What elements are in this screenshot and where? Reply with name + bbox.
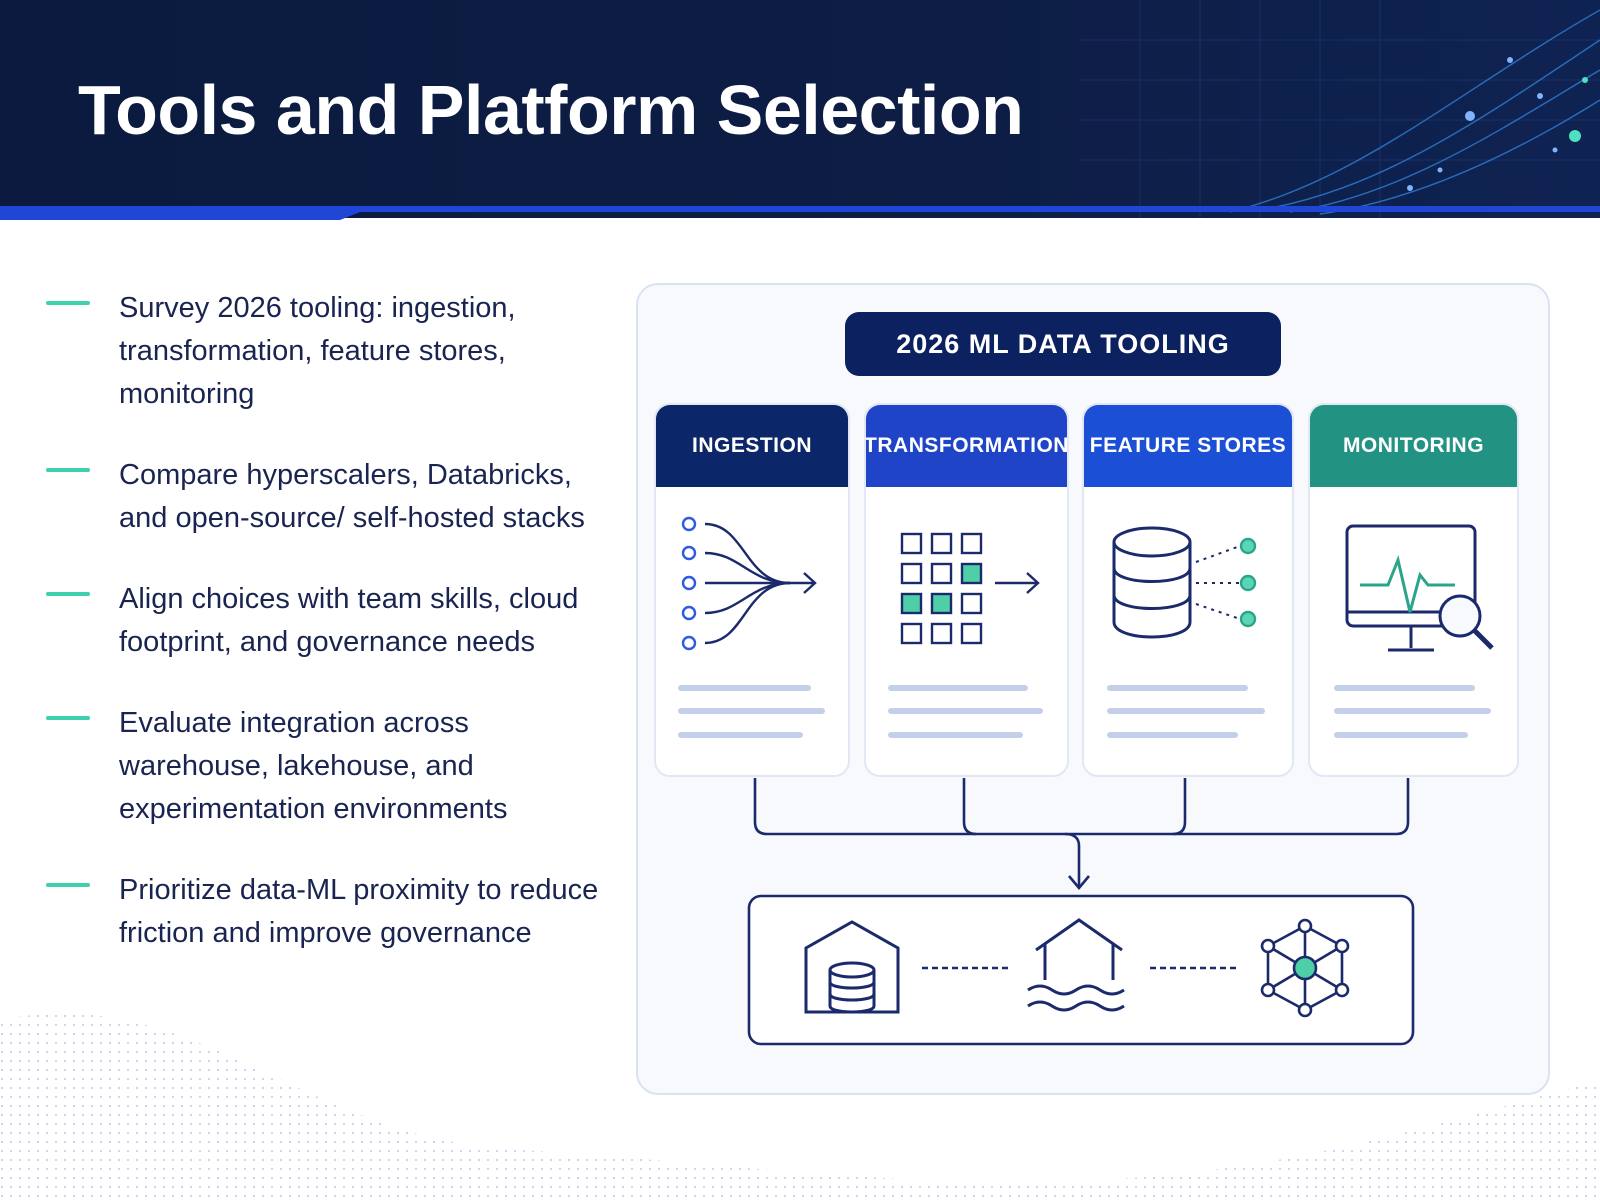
column-monitoring: MONITORING (1308, 403, 1519, 777)
column-header: MONITORING (1310, 405, 1517, 487)
bullet-item: Prioritize data-ML proximity to reduce f… (46, 869, 606, 955)
bullet-dash (46, 592, 90, 596)
header-banner: Tools and Platform Selection (0, 0, 1600, 218)
bullet-text: Prioritize data-ML proximity to reduce f… (119, 874, 599, 949)
column-header: FEATURE STORES (1084, 405, 1292, 487)
bullet-dash (46, 716, 90, 720)
bullet-list: Survey 2026 tooling: ingestion, transfor… (46, 287, 606, 993)
bullet-item: Compare hyperscalers, Databricks, and op… (46, 454, 606, 540)
column-header: TRANSFORMATION (866, 405, 1067, 487)
bullet-text: Compare hyperscalers, Databricks, and op… (119, 459, 585, 534)
bullet-text: Survey 2026 tooling: ingestion, transfor… (119, 292, 516, 410)
bullet-item: Align choices with team skills, cloud fo… (46, 578, 606, 664)
dot-wave-decoration (0, 1013, 1600, 1200)
bullet-dash (46, 301, 90, 305)
column-ingestion: INGESTION (654, 403, 850, 777)
page-title: Tools and Platform Selection (78, 71, 1024, 149)
column-feature-stores: FEATURE STORES (1082, 403, 1294, 777)
network-decoration (1080, 0, 1600, 218)
bullet-dash (46, 883, 90, 887)
column-header: INGESTION (656, 405, 848, 487)
bullet-item: Survey 2026 tooling: ingestion, transfor… (46, 287, 606, 416)
bullet-text: Evaluate integration across warehouse, l… (119, 707, 508, 825)
bullet-dash (46, 468, 90, 472)
column-transformation: TRANSFORMATION (864, 403, 1069, 777)
header-accent-stripe (0, 206, 1600, 220)
bullet-item: Evaluate integration across warehouse, l… (46, 702, 606, 831)
diagram-title: 2026 ML DATA TOOLING (845, 312, 1281, 376)
bullet-text: Align choices with team skills, cloud fo… (119, 583, 579, 658)
